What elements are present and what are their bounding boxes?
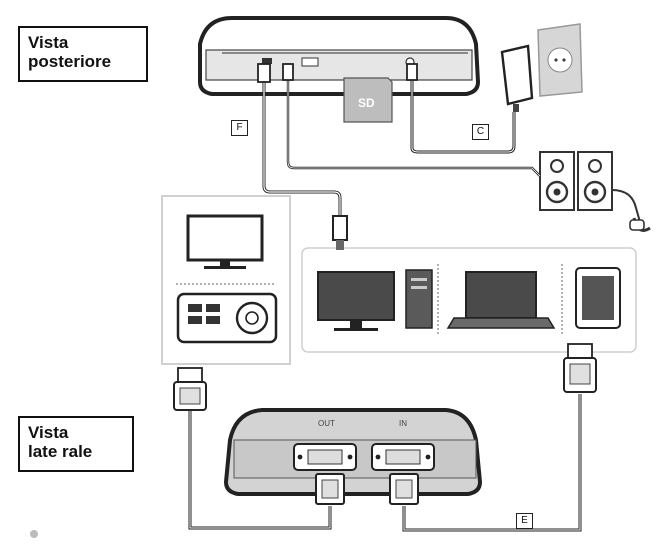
cable-tag-e: E [516, 513, 533, 529]
tv-icon [186, 214, 264, 269]
rear-view-caption-line-1: Vista [28, 33, 69, 52]
rear-view-caption: Vista posteriore [18, 26, 148, 82]
computer-devices-panel [301, 247, 637, 353]
vga-plug-in-icon [389, 473, 419, 505]
vga-plug-right-icon [563, 343, 597, 393]
side-view-caption: Vista late rale [18, 416, 134, 472]
video-outputs-panel [161, 195, 291, 365]
projector-icon [176, 292, 278, 344]
vga-plug-out-icon [315, 473, 345, 505]
device-side-view [223, 408, 483, 505]
power-plug-icon [406, 63, 418, 81]
power-adapter-icon [500, 44, 534, 112]
port-label-out: OUT [318, 419, 335, 428]
vga-out-port-icon [293, 443, 357, 471]
usb-port-icon [262, 58, 272, 64]
page-dot-icon [30, 530, 38, 538]
sd-card-icon [343, 77, 393, 123]
tablet-icon [575, 267, 621, 329]
side-view-caption-line-1: Vista [28, 423, 69, 442]
desktop-monitor-icon [317, 271, 395, 331]
cable-tag-f: F [231, 120, 248, 136]
vga-plug-left-icon [173, 367, 207, 411]
speakers-icon [539, 151, 651, 232]
device-rear-view [198, 16, 481, 96]
desktop-tower-icon [405, 269, 433, 329]
wall-outlet-icon [537, 23, 583, 97]
audio-plug-icon [282, 63, 294, 81]
side-view-caption-line-2: late rale [28, 442, 93, 461]
cables [188, 68, 582, 532]
usb-plug-icon [257, 63, 348, 250]
port-label-in: IN [399, 419, 407, 428]
laptop-icon [446, 271, 556, 329]
vga-in-port-icon [371, 443, 435, 471]
cable-tag-c: C [472, 124, 489, 140]
sd-card-label: SD [358, 96, 375, 110]
rear-view-caption-line-2: posteriore [28, 52, 112, 71]
